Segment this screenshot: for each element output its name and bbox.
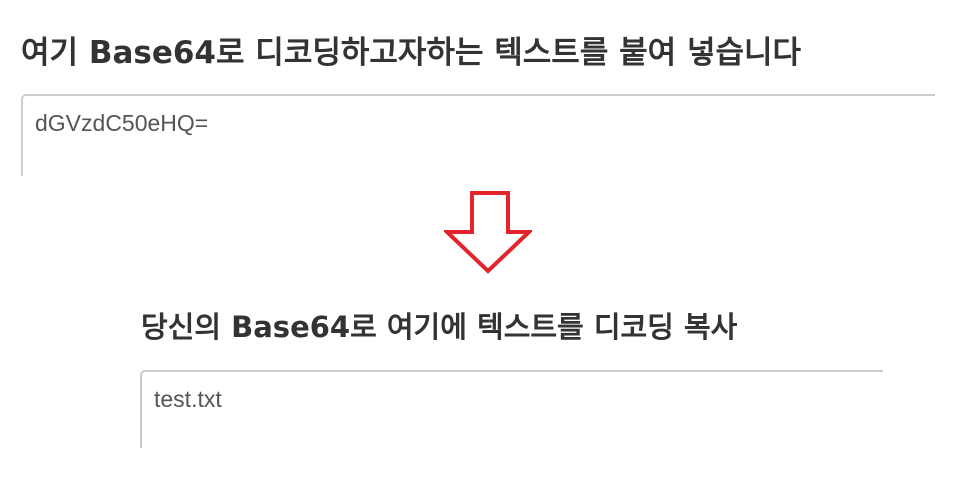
down-arrow-icon [444, 191, 532, 274]
decoded-output-value: test.txt [154, 386, 222, 412]
input-heading: 여기 Base64로 디코딩하고자하는 텍스트를 붙여 넣습니다 [21, 35, 802, 71]
base64-input-value: dGVzdC50eHQ= [35, 110, 209, 136]
decoded-output-textarea[interactable]: test.txt [140, 370, 883, 448]
base64-input-textarea[interactable]: dGVzdC50eHQ= [21, 94, 935, 176]
output-heading: 당신의 Base64로 여기에 텍스트를 디코딩 복사 [141, 310, 738, 344]
